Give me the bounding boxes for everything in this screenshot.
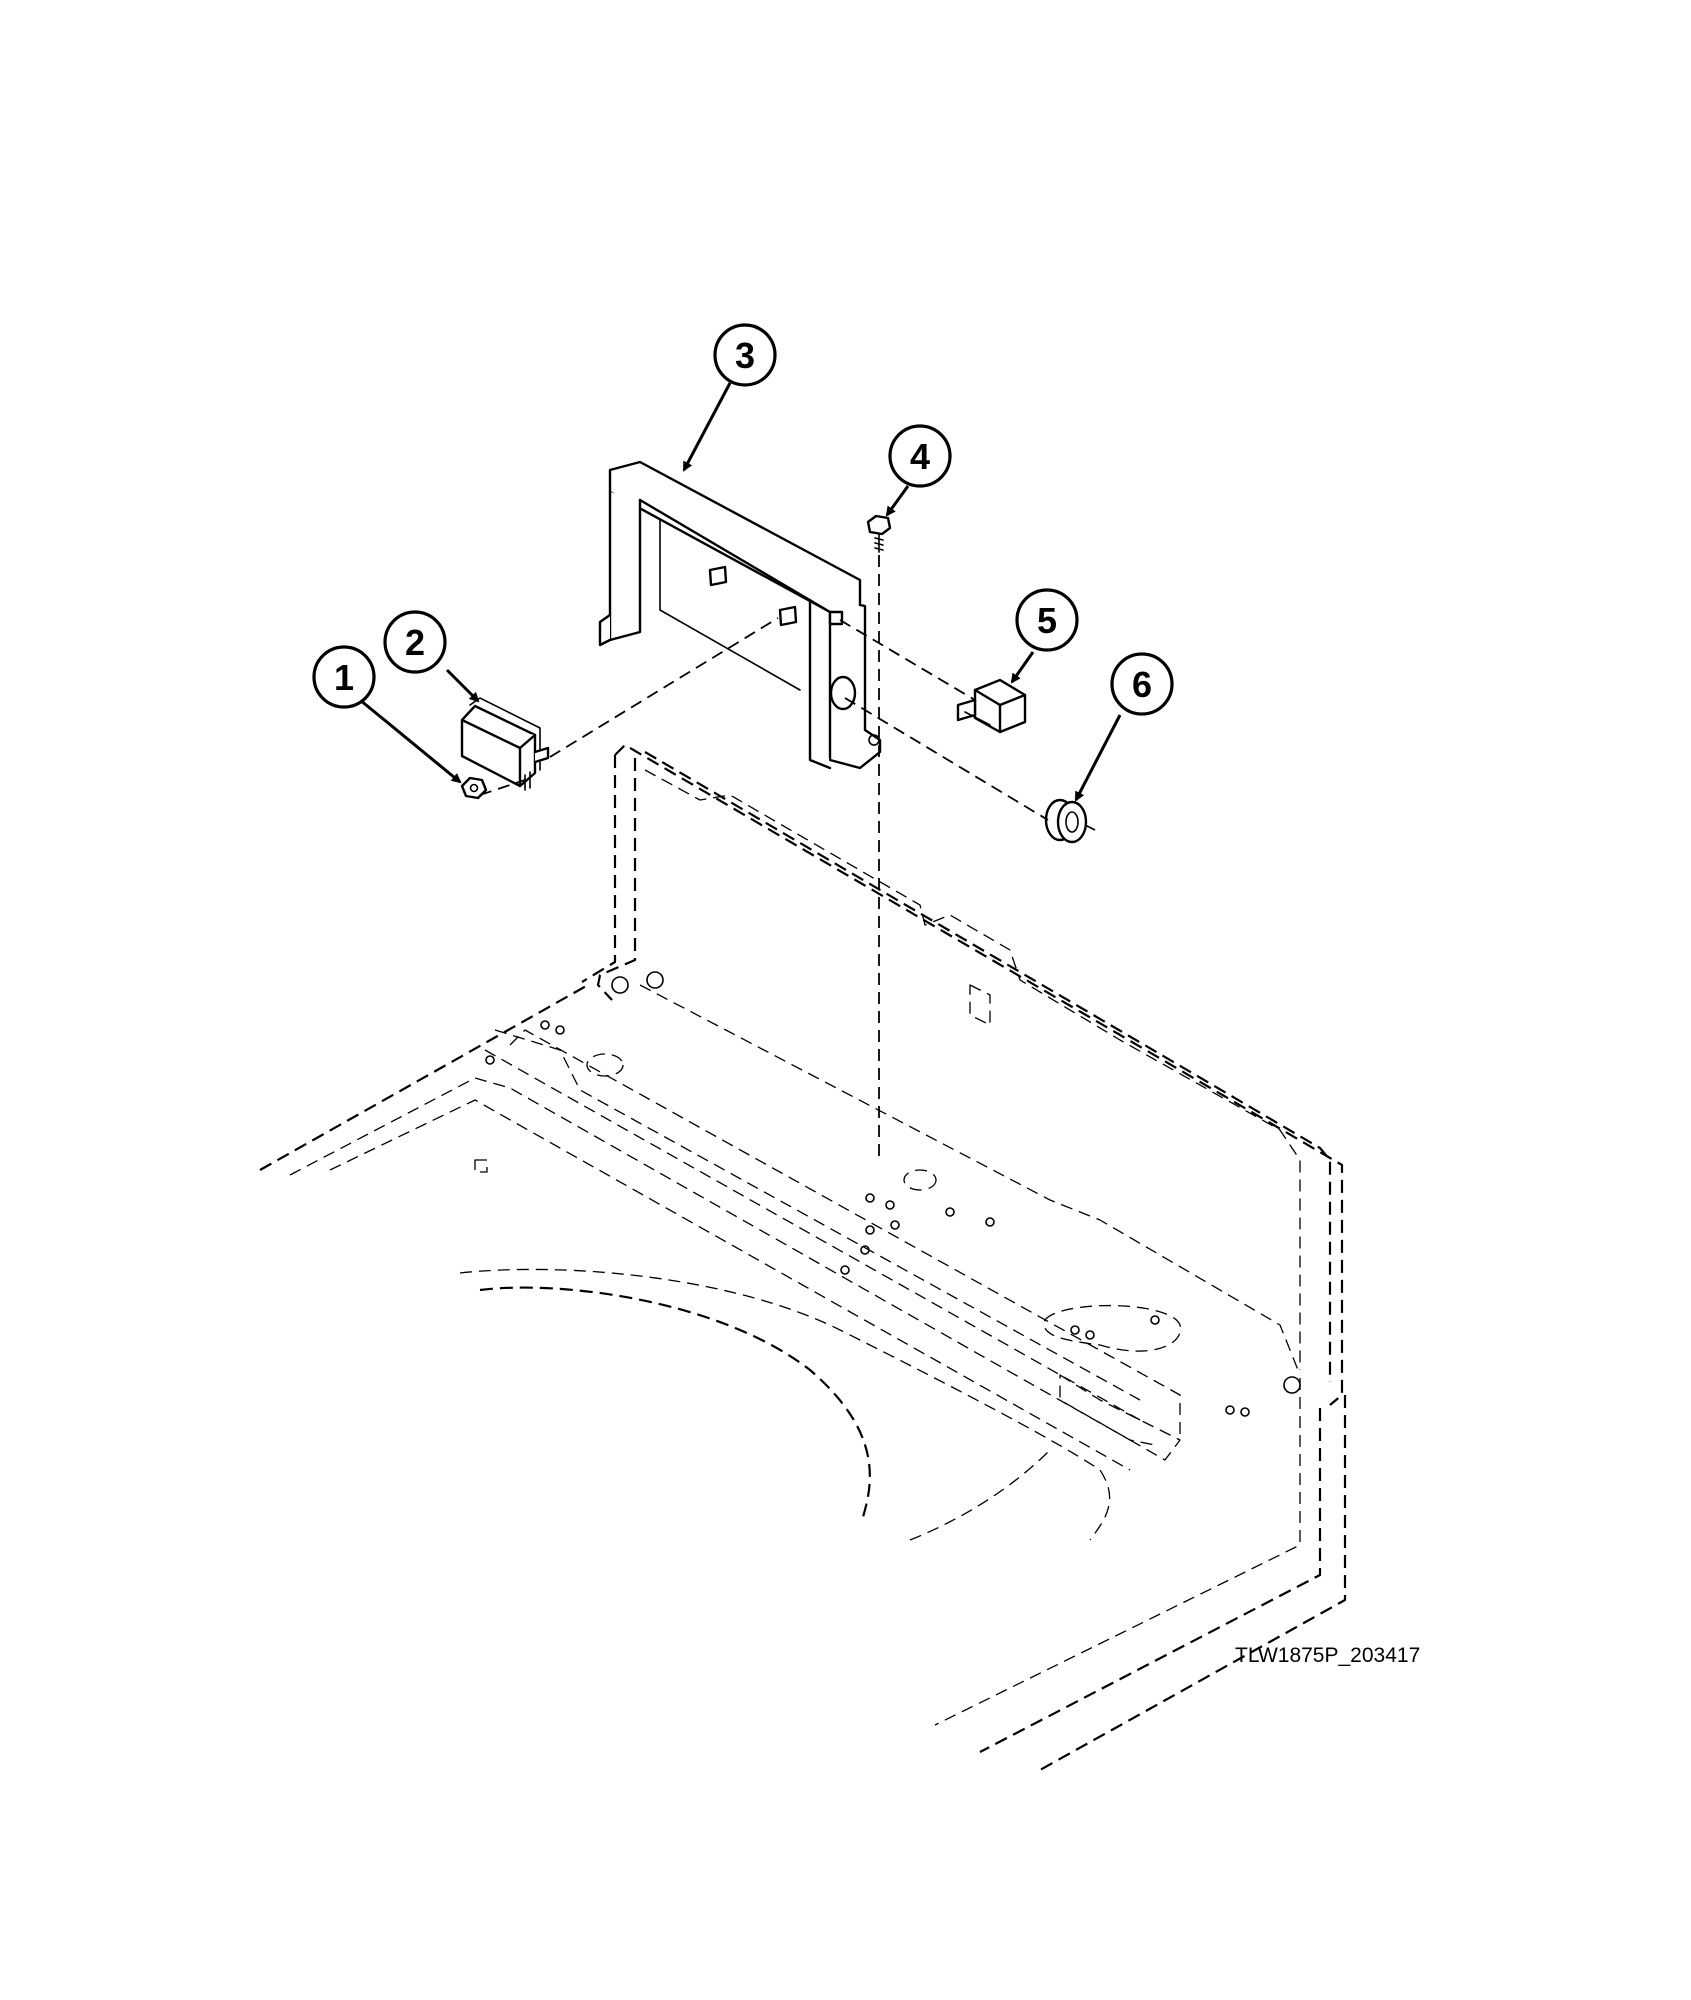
callout-6: 6 [1110,652,1174,716]
callout-6-label: 6 [1132,664,1152,705]
callout-1-label: 1 [334,657,354,698]
nut-part [460,776,488,800]
callout-1: 1 [312,645,376,709]
bracket-part [598,460,882,770]
callout-5-label: 5 [1037,600,1057,641]
screw-part [866,514,892,553]
base-cabinet-phantom [259,743,1347,1771]
grommet-part [1044,798,1088,844]
callout-3: 3 [713,323,777,387]
drawing-id-label: TLW1875P_203417 [1235,1644,1421,1667]
filter-part [460,697,550,791]
callout-2-label: 2 [405,622,425,663]
switch-part [956,678,1027,734]
callout-2: 2 [383,610,447,674]
assembly-lines [479,555,1096,1160]
callout-leaders [359,382,1122,802]
callout-4-label: 4 [910,436,930,477]
callout-3-label: 3 [735,335,755,376]
callout-5: 5 [1015,588,1079,652]
callout-4: 4 [888,424,952,488]
